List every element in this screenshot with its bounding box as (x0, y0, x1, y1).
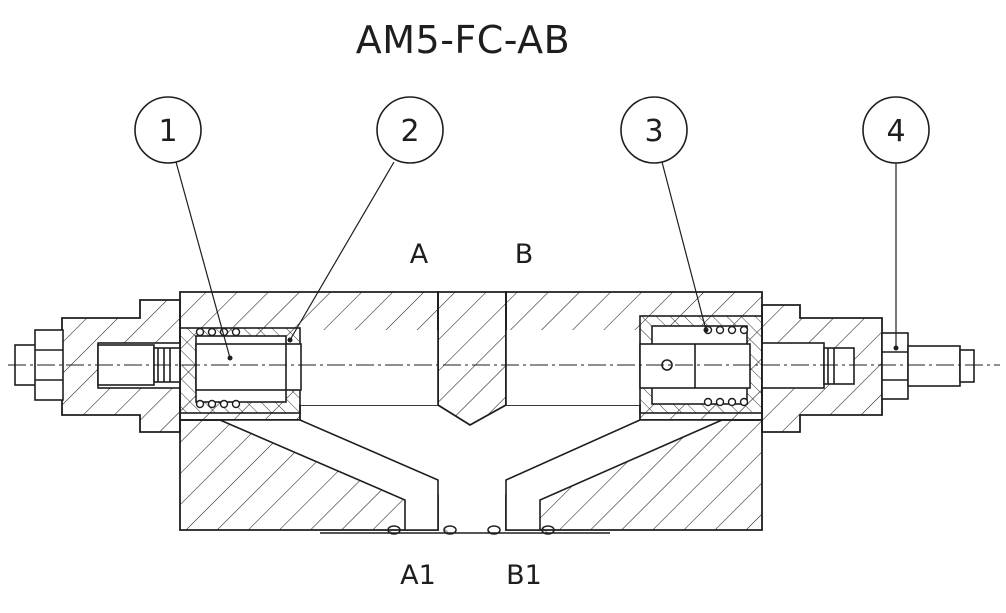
port-b1-label: B1 (506, 560, 542, 591)
leader-dots (227, 327, 899, 361)
callout-3-label: 3 (644, 114, 663, 149)
callout-1: 1 (134, 96, 202, 164)
port-a1-label: A1 (400, 560, 436, 591)
left-piston (179, 327, 302, 414)
drawing-title: AM5-FC-AB (355, 18, 571, 62)
callout-4-label: 4 (886, 114, 905, 149)
bottom-seals (320, 525, 610, 535)
callout-1-label: 1 (158, 114, 177, 149)
leader-lines (175, 161, 897, 359)
callout-2: 2 (376, 96, 444, 164)
callout-3: 3 (620, 96, 688, 164)
left-spring-coils (195, 327, 241, 409)
port-a-label: A (410, 239, 429, 270)
callout-4: 4 (862, 96, 930, 164)
port-b-label: B (515, 239, 534, 270)
right-bore (761, 342, 825, 389)
callout-2-label: 2 (400, 114, 419, 149)
channel-outlines (437, 292, 507, 405)
right-adjusting-screw (823, 332, 975, 400)
flow-channels (219, 330, 723, 531)
